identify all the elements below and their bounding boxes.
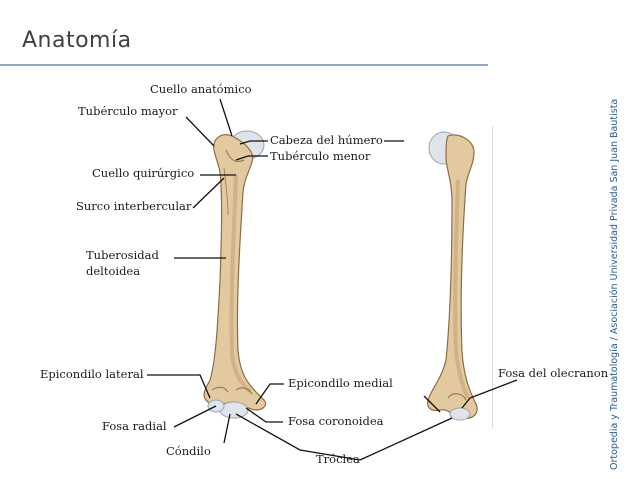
label-tuberculo-mayor: Tubérculo mayor (78, 104, 178, 118)
label-tuberculo-menor: Tubérculo menor (270, 149, 371, 163)
leader-lines (147, 98, 518, 461)
label-epicondilo-lateral: Epicondilo lateral (40, 367, 144, 381)
label-condilo: Cóndilo (166, 444, 211, 458)
posterior-trochlea (449, 407, 471, 421)
label-deltoidea: deltoidea (86, 264, 141, 278)
title-underline (0, 64, 488, 66)
humerus-posterior (427, 131, 478, 421)
label-fosa-radial: Fosa radial (102, 419, 167, 433)
humerus-anterior (203, 130, 267, 419)
humerus-anterior-bone (203, 134, 267, 411)
humerus-posterior-bone (427, 134, 478, 419)
label-tuberosidad: Tuberosidad (86, 248, 159, 262)
label-surco-intertubercular: Surco interbercular (76, 199, 192, 213)
label-cuello-quirurgico: Cuello quirúrgico (92, 166, 195, 180)
label-cuello-anatomico: Cuello anatómico (150, 82, 252, 96)
label-fosa-olecranon: Fosa del olecranon (498, 366, 609, 380)
label-troclea: Tróclea (316, 452, 360, 466)
label-cabeza-humero: Cabeza del húmero (270, 133, 383, 147)
label-fosa-coronoidea: Fosa coronoidea (288, 414, 384, 428)
divider-line (492, 126, 493, 428)
label-epicondilo-medial: Epicondilo medial (288, 376, 393, 390)
slide-title: Anatomía (22, 28, 132, 53)
